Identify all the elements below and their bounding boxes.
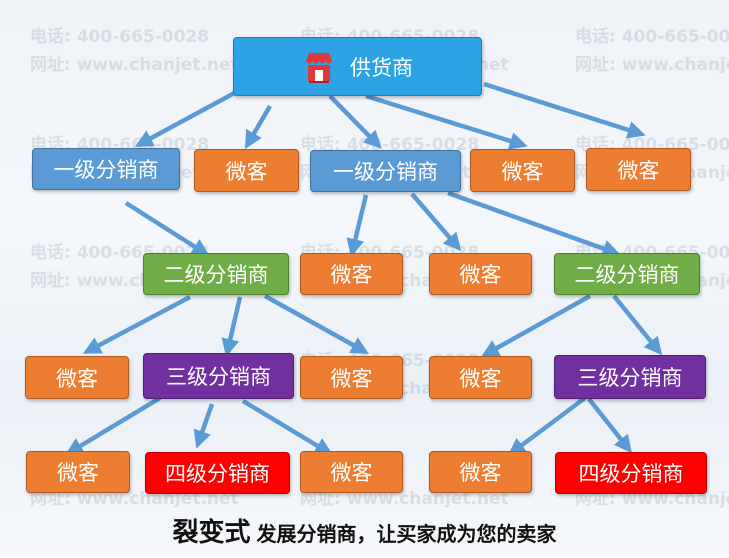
level4-distributor-right: 四级分销商 bbox=[555, 452, 707, 494]
arrow bbox=[480, 294, 592, 357]
arrow bbox=[241, 399, 333, 456]
arrow bbox=[244, 104, 272, 149]
level3-distributor-right: 三级分销商 bbox=[554, 355, 706, 399]
weike-node: 微客 bbox=[429, 253, 532, 295]
level3-distributor-left: 三级分销商 bbox=[143, 353, 294, 399]
supplier-node: 供货商 bbox=[233, 37, 482, 96]
weike-node: 微客 bbox=[300, 451, 403, 493]
weike-node: 微客 bbox=[470, 149, 575, 192]
arrow bbox=[612, 294, 663, 356]
arrow bbox=[65, 396, 162, 456]
weike-node: 微客 bbox=[586, 148, 691, 191]
caption-sub: 发展分销商，让买家成为您的卖家 bbox=[256, 522, 557, 546]
store-icon bbox=[306, 52, 332, 83]
arrow bbox=[134, 88, 242, 147]
arrow bbox=[346, 194, 369, 257]
weike-node: 微客 bbox=[194, 149, 299, 192]
caption: 裂变式发展分销商，让买家成为您的卖家 bbox=[0, 512, 729, 549]
arrow bbox=[82, 295, 192, 354]
weike-node: 微客 bbox=[429, 451, 532, 493]
arrow bbox=[447, 190, 621, 258]
caption-main: 裂变式 bbox=[172, 518, 251, 548]
level4-distributor-left: 四级分销商 bbox=[145, 452, 290, 494]
arrow bbox=[328, 94, 382, 149]
arrow bbox=[507, 396, 587, 456]
arrow bbox=[124, 201, 210, 257]
level2-distributor-left: 二级分销商 bbox=[143, 253, 289, 295]
weike-node: 微客 bbox=[300, 253, 403, 295]
arrow bbox=[221, 296, 243, 357]
arrow bbox=[410, 192, 462, 252]
level2-distributor-right: 二级分销商 bbox=[554, 253, 700, 295]
arrow bbox=[263, 294, 370, 354]
arrow bbox=[365, 93, 528, 150]
level1-distributor-right: 一级分销商 bbox=[310, 150, 461, 192]
supplier-label: 供货商 bbox=[350, 55, 413, 80]
arrow bbox=[587, 397, 633, 454]
weike-node: 微客 bbox=[429, 356, 532, 399]
weike-node: 微客 bbox=[300, 356, 403, 399]
arrow bbox=[193, 403, 215, 449]
level1-distributor-left: 一级分销商 bbox=[32, 148, 180, 190]
arrow bbox=[483, 81, 646, 139]
weike-node: 微客 bbox=[26, 451, 130, 493]
weike-node: 微客 bbox=[25, 356, 129, 399]
